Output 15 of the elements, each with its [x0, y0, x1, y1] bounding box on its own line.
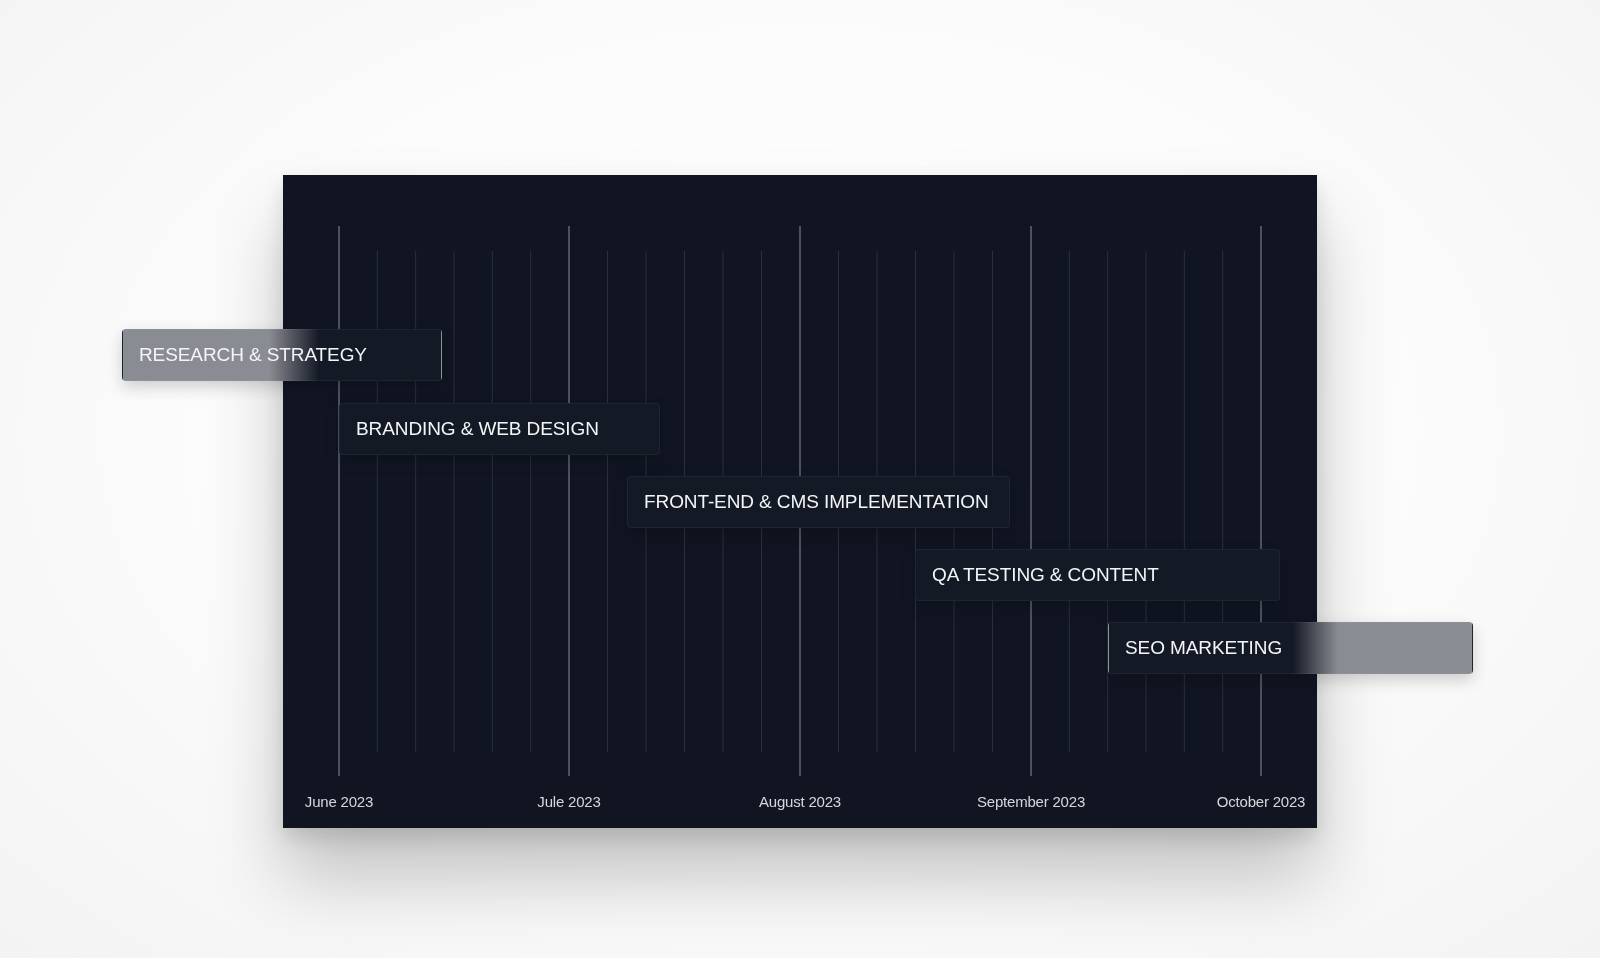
- task-bar: [627, 476, 1010, 528]
- month-label: August 2023: [759, 793, 841, 810]
- month-label: June 2023: [304, 793, 374, 810]
- task-label: BRANDING & WEB DESIGN: [356, 418, 599, 440]
- task-label: SEO MARKETING: [1125, 637, 1283, 659]
- task-label: RESEARCH & STRATEGY: [139, 344, 367, 366]
- month-label: September 2023: [976, 793, 1086, 810]
- task-label: FRONT-END & CMS IMPLEMENTATION: [644, 491, 989, 513]
- task-bar: [339, 403, 660, 455]
- month-label: Jule 2023: [537, 793, 601, 810]
- month-label: October 2023: [1216, 793, 1306, 810]
- task-bar: [122, 329, 442, 381]
- task-bar: [1108, 622, 1473, 674]
- task-bar: [915, 549, 1280, 601]
- task-label: QA TESTING & CONTENT: [932, 564, 1159, 586]
